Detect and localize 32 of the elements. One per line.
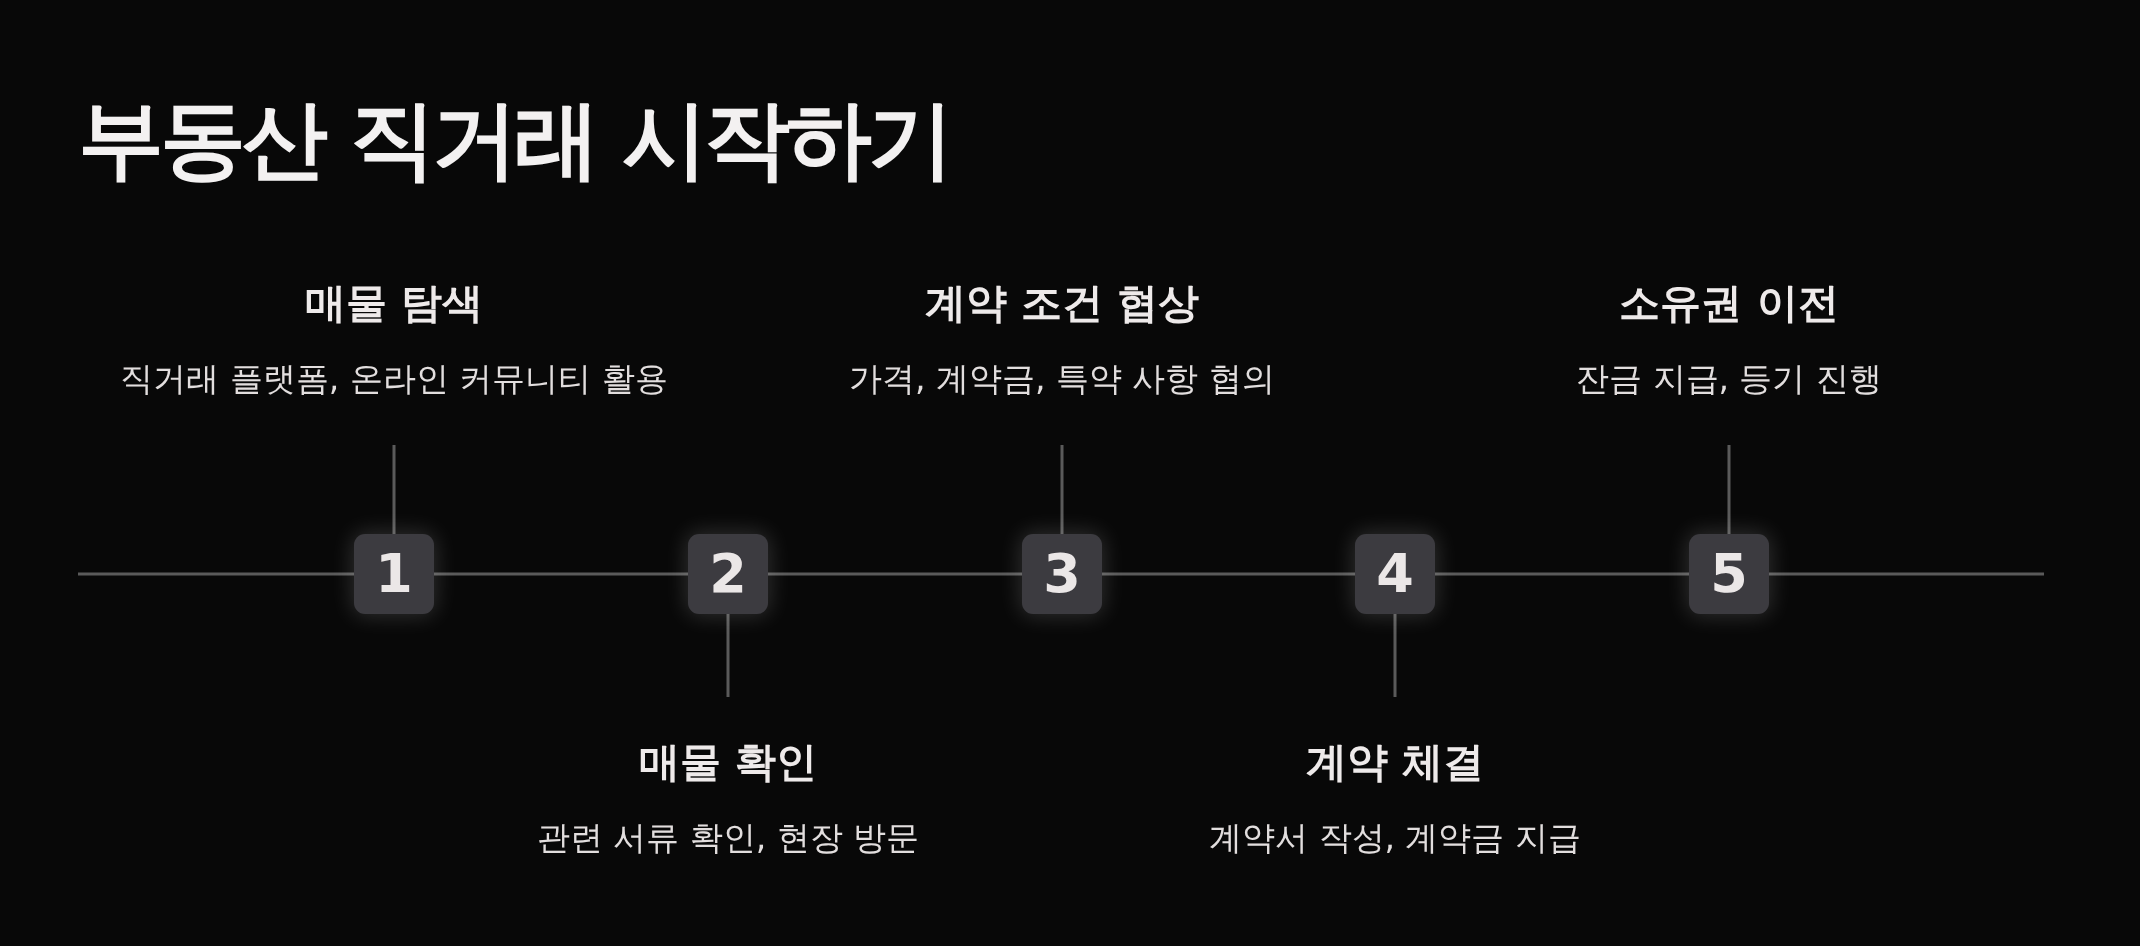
step-number: 1 [375,547,413,601]
step-title: 매물 탐색 [304,279,484,329]
number-tile [354,534,434,614]
step-title: 매물 확인 [638,738,818,788]
number-tile [1355,534,1435,614]
timeline-line [1769,572,2044,576]
timeline-line [78,572,354,576]
connector-line [1060,445,1064,534]
step-number: 2 [709,547,747,601]
timeline-line [768,572,1022,576]
diagram-title: 부동산 직거래 시작하기 [78,90,950,189]
connector-line [1393,614,1397,697]
step-description: 직거래 플랫폼, 온라인 커뮤니티 활용 [120,359,668,399]
step-title: 소유권 이전 [1619,279,1839,329]
connector-line [392,445,396,534]
timeline-line [1102,572,1355,576]
step-title: 계약 조건 협상 [924,279,1200,329]
number-tile [688,534,768,614]
step-description: 가격, 계약금, 특약 사항 협의 [849,359,1275,399]
step-description: 관련 서류 확인, 현장 방문 [536,818,920,858]
number-tile [1689,534,1769,614]
connector-line [1727,445,1731,534]
step-title: 계약 체결 [1305,738,1485,788]
step-description: 계약서 작성, 계약금 지급 [1209,818,1581,858]
timeline-line [1435,572,1689,576]
number-tile [1022,534,1102,614]
connector-line [726,614,730,697]
step-number: 4 [1376,547,1414,601]
step-description: 잔금 지급, 등기 진행 [1576,359,1882,399]
step-number: 5 [1710,547,1748,601]
step-number: 3 [1043,547,1081,601]
timeline-line [434,572,688,576]
